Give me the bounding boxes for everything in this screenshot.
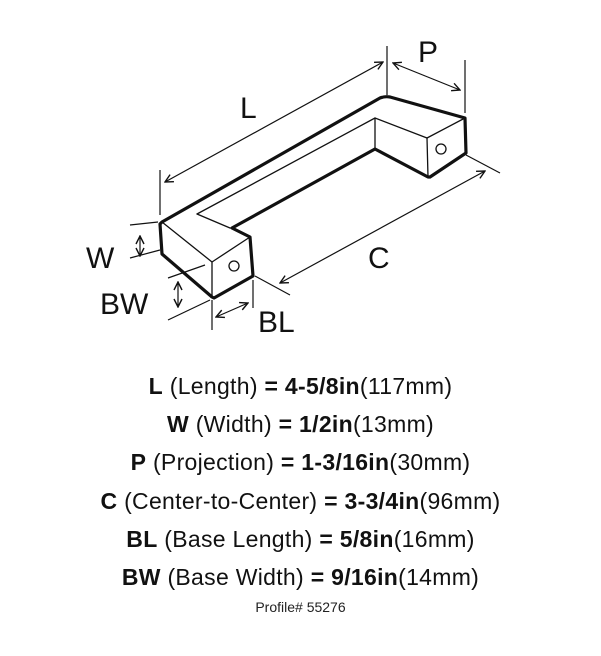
label-W: W: [86, 242, 115, 275]
spec-base-length: BL (Base Length) = 5/8in(16mm): [0, 520, 601, 558]
spec-metric: (13mm): [352, 411, 434, 438]
spec-imperial: = 9/16in: [310, 564, 399, 591]
spec-name: (Base Length): [164, 525, 313, 552]
pull-handle-diagram: L P C W BW BL: [86, 36, 501, 339]
label-P: P: [418, 36, 438, 69]
dimension-lines: [129, 46, 501, 330]
dimension-BL: [216, 303, 248, 317]
profile-number: Profile# 55276: [255, 599, 346, 615]
spec-code: BL: [126, 525, 158, 552]
spec-name: (Base Width): [167, 564, 304, 591]
dimension-C: [280, 171, 485, 283]
dimension-P: [393, 63, 460, 90]
spec-code: P: [130, 449, 147, 476]
spec-imperial: = 4-5/8in: [264, 373, 360, 399]
spec-code: L: [148, 373, 164, 399]
spec-imperial: = 1-3/16in: [280, 449, 390, 476]
hole-back-icon: [435, 143, 447, 155]
spec-imperial: = 5/8in: [319, 525, 394, 552]
spec-metric: (30mm): [389, 449, 471, 476]
handle-outline: [158, 95, 468, 300]
label-L: L: [240, 92, 257, 125]
spec-base-width: BW (Base Width) = 9/16in(14mm): [0, 558, 601, 596]
spec-name: (Projection): [152, 449, 275, 476]
spec-width: W (Width) = 1/2in(13mm): [0, 405, 601, 443]
spec-length: L (Length) = 4-5/8in(117mm): [0, 367, 601, 405]
spec-projection: P (Projection) = 1-3/16in(30mm): [0, 443, 601, 481]
spec-code: C: [100, 487, 118, 514]
spec-name: (Width): [195, 411, 272, 438]
spec-name: (Length): [169, 373, 258, 399]
spec-metric: (117mm): [359, 373, 453, 399]
label-BW: BW: [100, 288, 149, 321]
spec-metric: (96mm): [419, 487, 501, 514]
mounting-holes: [228, 143, 447, 272]
spec-code: BW: [121, 564, 161, 591]
spec-metric: (16mm): [393, 525, 475, 552]
spec-center-to-center: C (Center-to-Center) = 3-3/4in(96mm): [0, 482, 601, 520]
label-C: C: [368, 242, 390, 275]
spec-imperial: = 3-3/4in: [324, 487, 420, 514]
spec-imperial: = 1/2in: [278, 411, 353, 438]
label-BL: BL: [258, 306, 295, 339]
spec-metric: (14mm): [398, 564, 480, 591]
spec-code: W: [166, 411, 189, 438]
spec-name: (Center-to-Center): [124, 487, 318, 514]
dimension-specs: L (Length) = 4-5/8in(117mm) W (Width) = …: [0, 367, 601, 596]
hole-front-icon: [228, 260, 240, 272]
dimension-L: [165, 62, 383, 182]
